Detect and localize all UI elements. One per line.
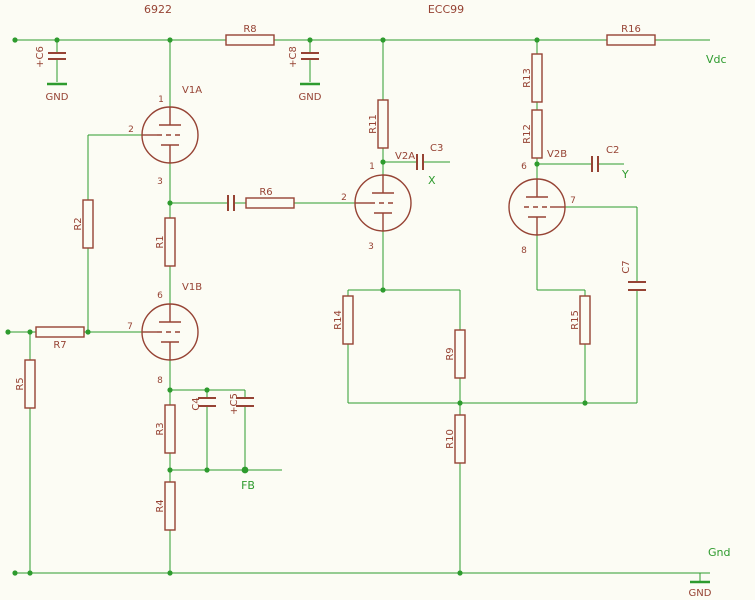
tube-v2a	[354, 174, 412, 232]
label-c2: C2	[606, 145, 619, 156]
capacitor-c8	[301, 52, 319, 60]
label-r13: R13	[522, 68, 533, 88]
resistor-r12	[531, 109, 543, 159]
gnd-rail-label: Gnd	[708, 546, 730, 559]
label-v1a: V1A	[182, 85, 202, 96]
capacitor-c2	[591, 156, 599, 172]
resistor-r13	[531, 53, 543, 103]
vdc-rail-label: Vdc	[706, 53, 727, 66]
label-r12: R12	[522, 124, 533, 144]
wire-segments	[8, 39, 710, 581]
ground-symbols	[47, 82, 710, 584]
junction-dots	[5, 37, 588, 576]
resistor-r1	[164, 217, 176, 267]
label-r15: R15	[570, 310, 581, 330]
title-input-tube: 6922	[144, 3, 172, 16]
label-v1b: V1B	[182, 282, 202, 293]
net-label-fb: FB	[241, 479, 255, 492]
label-r16: R16	[621, 24, 641, 35]
label-r1: R1	[155, 235, 166, 248]
resistor-r15	[579, 295, 591, 345]
label-v2b: V2B	[547, 149, 567, 160]
label-r9: R9	[445, 347, 456, 360]
label-r10: R10	[445, 429, 456, 449]
resistor-r16	[606, 34, 656, 46]
pin-v2b-grid: 7	[570, 196, 576, 206]
resistor-r3	[164, 404, 176, 454]
resistor-r9	[454, 329, 466, 379]
label-r11: R11	[368, 114, 379, 134]
resistor-r4	[164, 481, 176, 531]
capacitor-c4	[198, 397, 216, 407]
label-r14: R14	[333, 310, 344, 330]
capacitor-c6	[48, 52, 66, 60]
capacitor-c3	[416, 154, 424, 170]
tube-v1a	[141, 106, 199, 164]
resistor-r10	[454, 414, 466, 464]
label-v2a: V2A	[395, 151, 415, 162]
labels: 6922 ECC99 Vdc Gnd GND GND GND R1 R2 R3 …	[15, 3, 730, 599]
label-c6: +C6	[35, 46, 46, 68]
resistor-r7	[35, 326, 85, 338]
label-r3: R3	[155, 422, 166, 435]
pin-v2a-grid: 2	[341, 193, 347, 203]
net-label-y: Y	[621, 168, 629, 181]
title-output-tube: ECC99	[428, 3, 464, 16]
label-c8: +C8	[288, 46, 299, 68]
pin-v2b-plate: 6	[521, 162, 527, 172]
label-r4: R4	[155, 499, 166, 512]
pin-v2a-cathode: 3	[368, 242, 374, 252]
gnd-label-bottom: GND	[689, 588, 712, 599]
tube-v1b	[141, 303, 199, 361]
resistor-r6	[245, 197, 295, 209]
pin-v1b-plate: 6	[157, 291, 163, 301]
pin-v2a-plate: 1	[369, 162, 375, 172]
capacitors	[48, 52, 646, 407]
label-c7: C7	[621, 260, 632, 273]
feedback-node-dot	[241, 466, 249, 474]
pin-v2b-cathode: 8	[521, 246, 527, 256]
resistor-r5	[24, 359, 36, 409]
pin-v1a-cathode: 3	[157, 177, 163, 187]
resistor-r8	[225, 34, 275, 46]
tube-v2b	[508, 178, 566, 236]
pin-v1b-grid: 7	[127, 322, 133, 332]
label-c4: C4	[191, 397, 202, 410]
capacitor-c5	[236, 397, 254, 407]
pin-v1a-plate: 1	[158, 95, 164, 105]
gnd-label-c6: GND	[46, 92, 69, 103]
net-label-x: X	[428, 174, 436, 187]
resistor-r11	[377, 99, 389, 149]
capacitor-c7	[628, 281, 646, 291]
label-r7: R7	[53, 340, 66, 351]
gnd-label-c8: GND	[299, 92, 322, 103]
label-c3: C3	[430, 143, 443, 154]
label-r2: R2	[73, 217, 84, 230]
pin-v1a-grid: 2	[128, 125, 134, 135]
resistor-r14	[342, 295, 354, 345]
label-r5: R5	[15, 377, 26, 390]
label-r6: R6	[259, 187, 272, 198]
resistors	[24, 34, 656, 531]
label-r8: R8	[243, 24, 256, 35]
label-c5: +C5	[229, 393, 240, 415]
pin-v1b-cathode: 8	[157, 376, 163, 386]
resistor-r2	[82, 199, 94, 249]
capacitor-coupling	[227, 195, 235, 211]
